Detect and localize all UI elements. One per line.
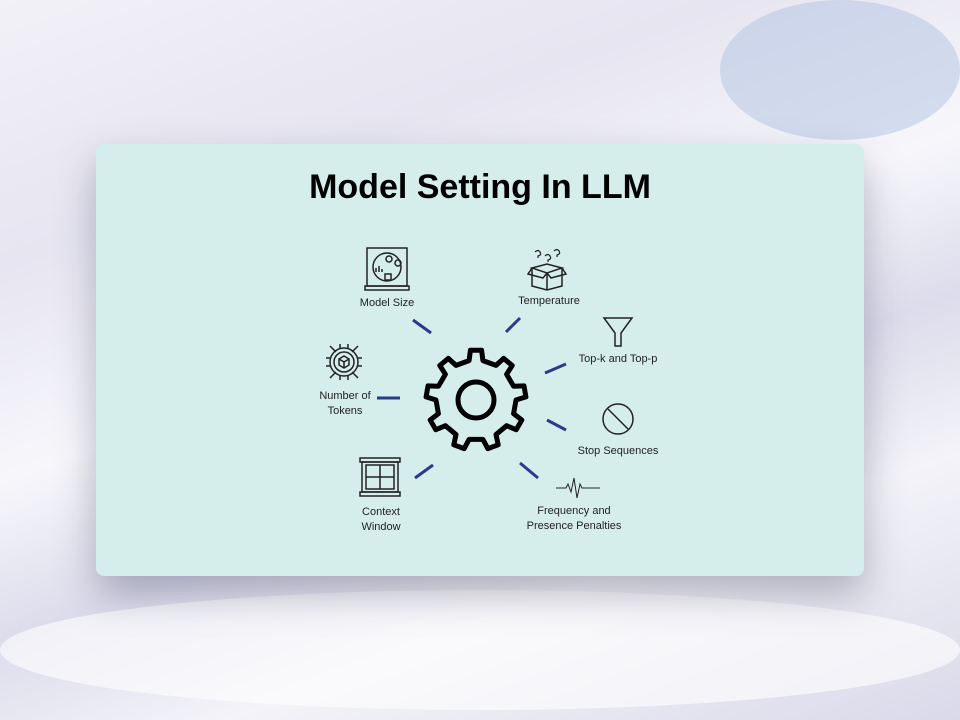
- label-top-k-top-p: Top-k and Top-p: [578, 353, 658, 365]
- prohibited-icon: [602, 403, 634, 435]
- diagram-card: Model Setting In LLM: [96, 144, 864, 576]
- chip-icon: [326, 344, 362, 380]
- waveform-icon: [556, 477, 600, 499]
- label-number-of-tokens: Number of Tokens: [319, 389, 370, 419]
- label-line: Presence Penalties: [526, 520, 622, 532]
- funnel-icon: [602, 317, 634, 347]
- connector-context: [414, 463, 434, 480]
- label-line: Window: [361, 521, 401, 533]
- connectors: [377, 316, 567, 480]
- gear-icon: [423, 347, 529, 452]
- connector-frequency: [519, 461, 539, 480]
- diagram-canvas: [326, 247, 634, 499]
- connector-model-size: [412, 318, 432, 335]
- label-line: Frequency and: [537, 505, 611, 517]
- surprise-box-icon: [526, 248, 568, 291]
- connector-stop: [546, 418, 567, 432]
- label-line: Number of: [319, 390, 371, 402]
- connector-top-k: [544, 362, 567, 375]
- label-model-size: Model Size: [359, 297, 415, 309]
- background-wave: [720, 0, 960, 140]
- connector-temperature: [504, 316, 522, 334]
- diagram-title: Model Setting In LLM: [309, 168, 651, 206]
- background-wave: [0, 590, 960, 710]
- label-stop-sequences: Stop Sequences: [577, 445, 659, 457]
- label-line: Context: [362, 506, 400, 518]
- dashboard-icon: [364, 247, 410, 291]
- label-line: Tokens: [327, 405, 363, 417]
- window-icon: [359, 457, 401, 497]
- label-temperature: Temperature: [518, 295, 580, 307]
